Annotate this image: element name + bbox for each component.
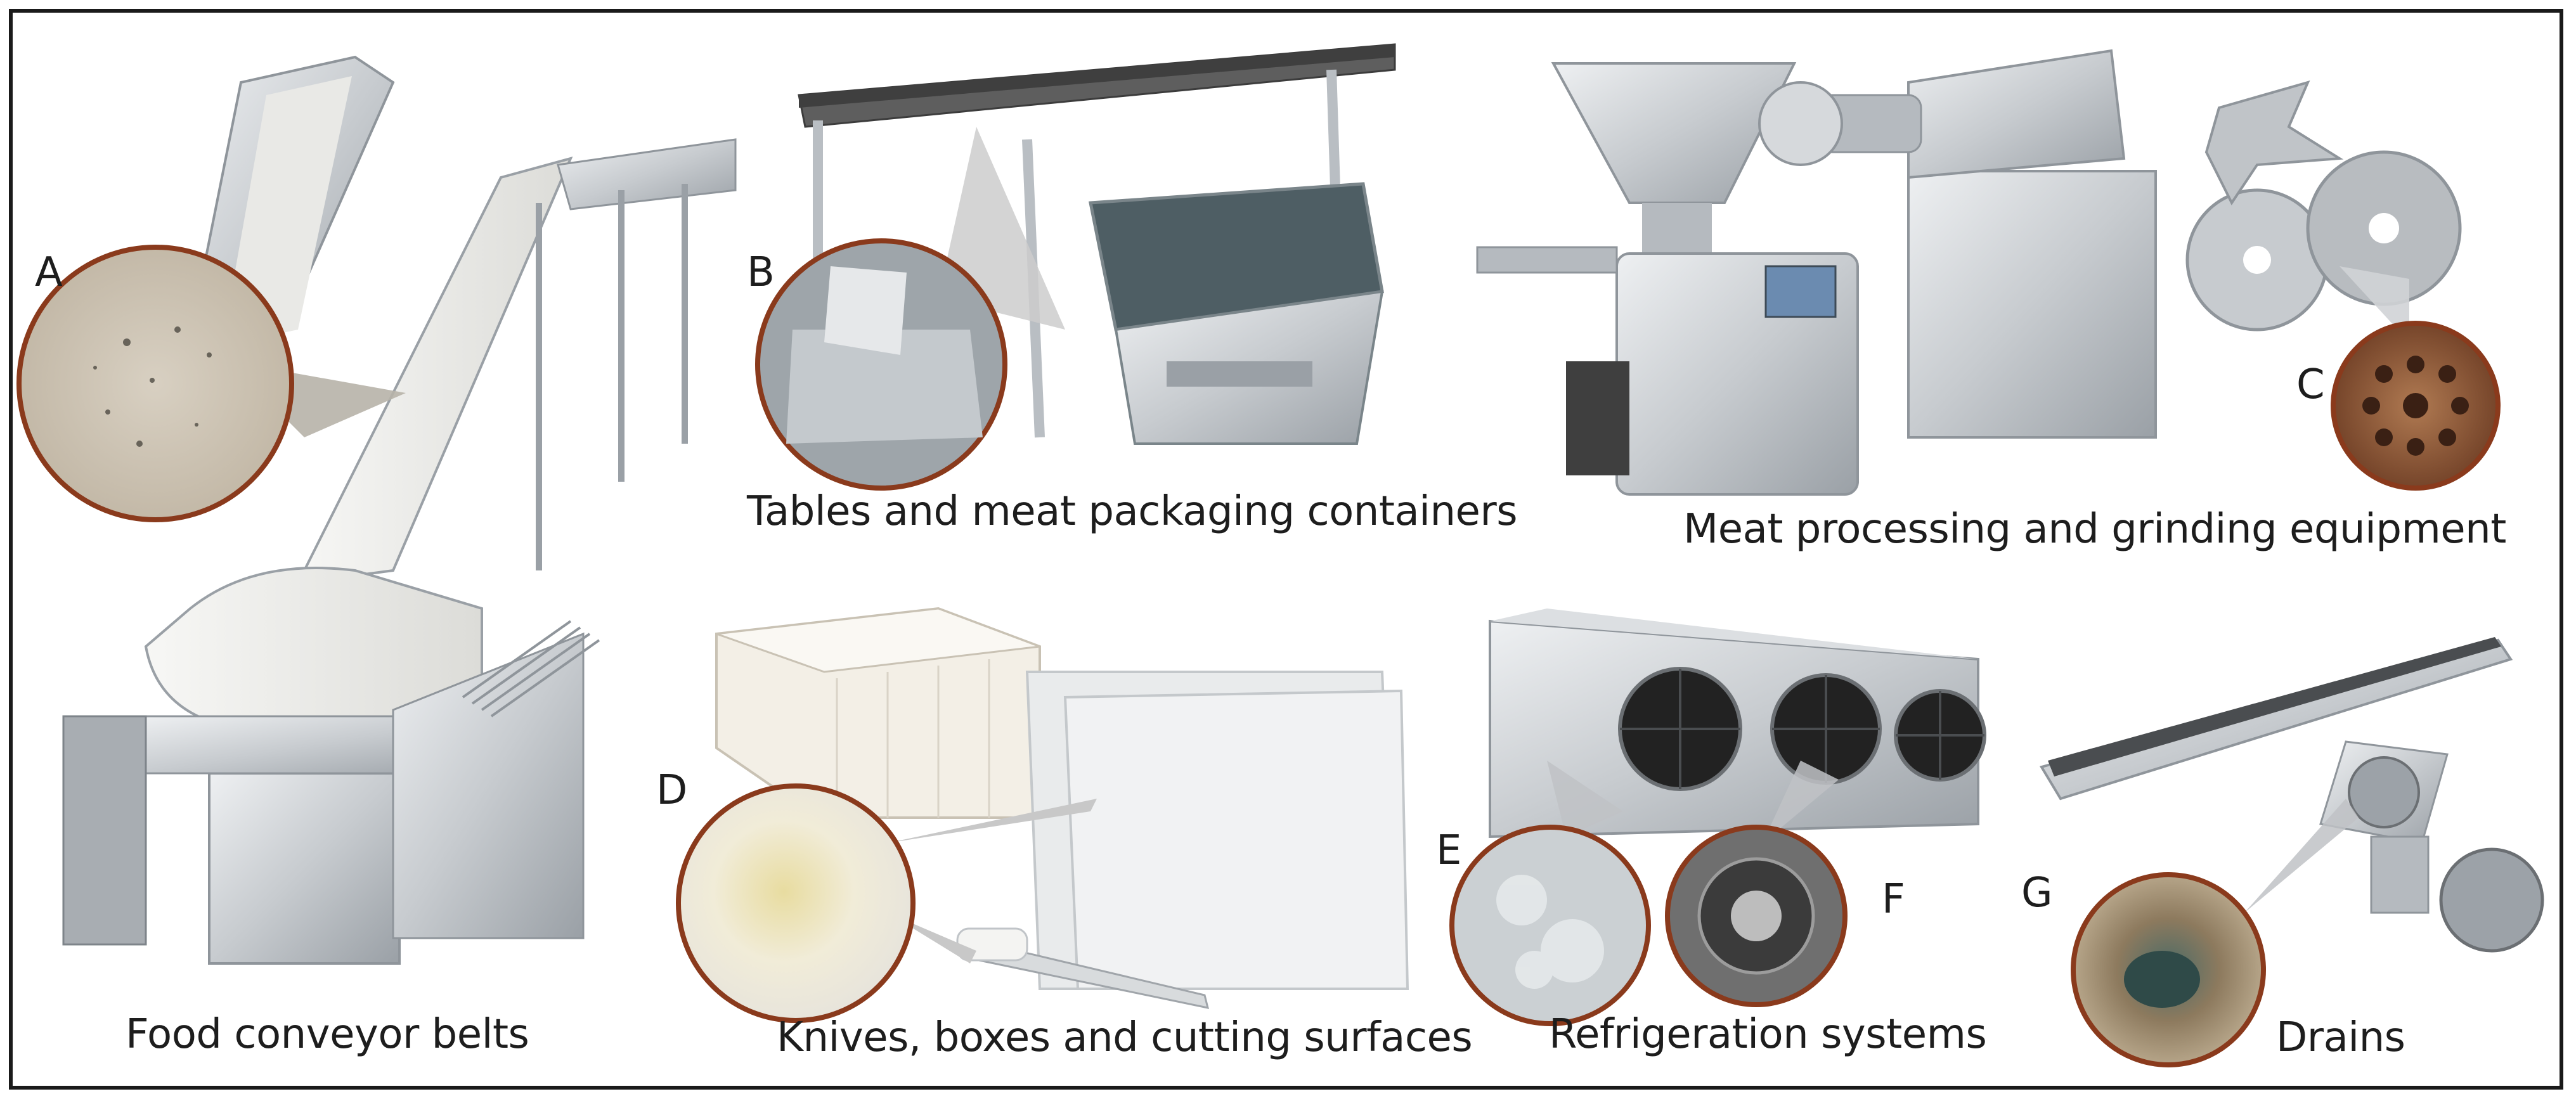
processing-illustration — [1476, 49, 2501, 496]
label-a: A — [35, 249, 63, 296]
caption-conveyor: Food conveyor belts — [126, 1011, 529, 1058]
label-d: D — [656, 767, 688, 814]
caption-refrigeration: Refrigeration systems — [1549, 1011, 1987, 1058]
caption-knives: Knives, boxes and cutting surfaces — [777, 1014, 1473, 1061]
label-c: C — [2296, 361, 2325, 408]
label-e: E — [1436, 827, 1462, 874]
label-f: F — [1882, 876, 1905, 923]
label-b: B — [747, 249, 775, 296]
drains-illustration — [2039, 637, 2544, 1067]
caption-drains: Drains — [2276, 1014, 2405, 1061]
knives-boxes-illustration — [676, 607, 1409, 1023]
refrigeration-illustration — [1449, 608, 1986, 1026]
caption-tables: Tables and meat packaging containers — [747, 488, 1518, 535]
label-g: G — [2021, 870, 2053, 917]
caption-processing: Meat processing and grinding equipment — [1683, 506, 2506, 553]
table-container-illustration — [755, 43, 1396, 491]
conveyor-illustration — [16, 55, 737, 965]
